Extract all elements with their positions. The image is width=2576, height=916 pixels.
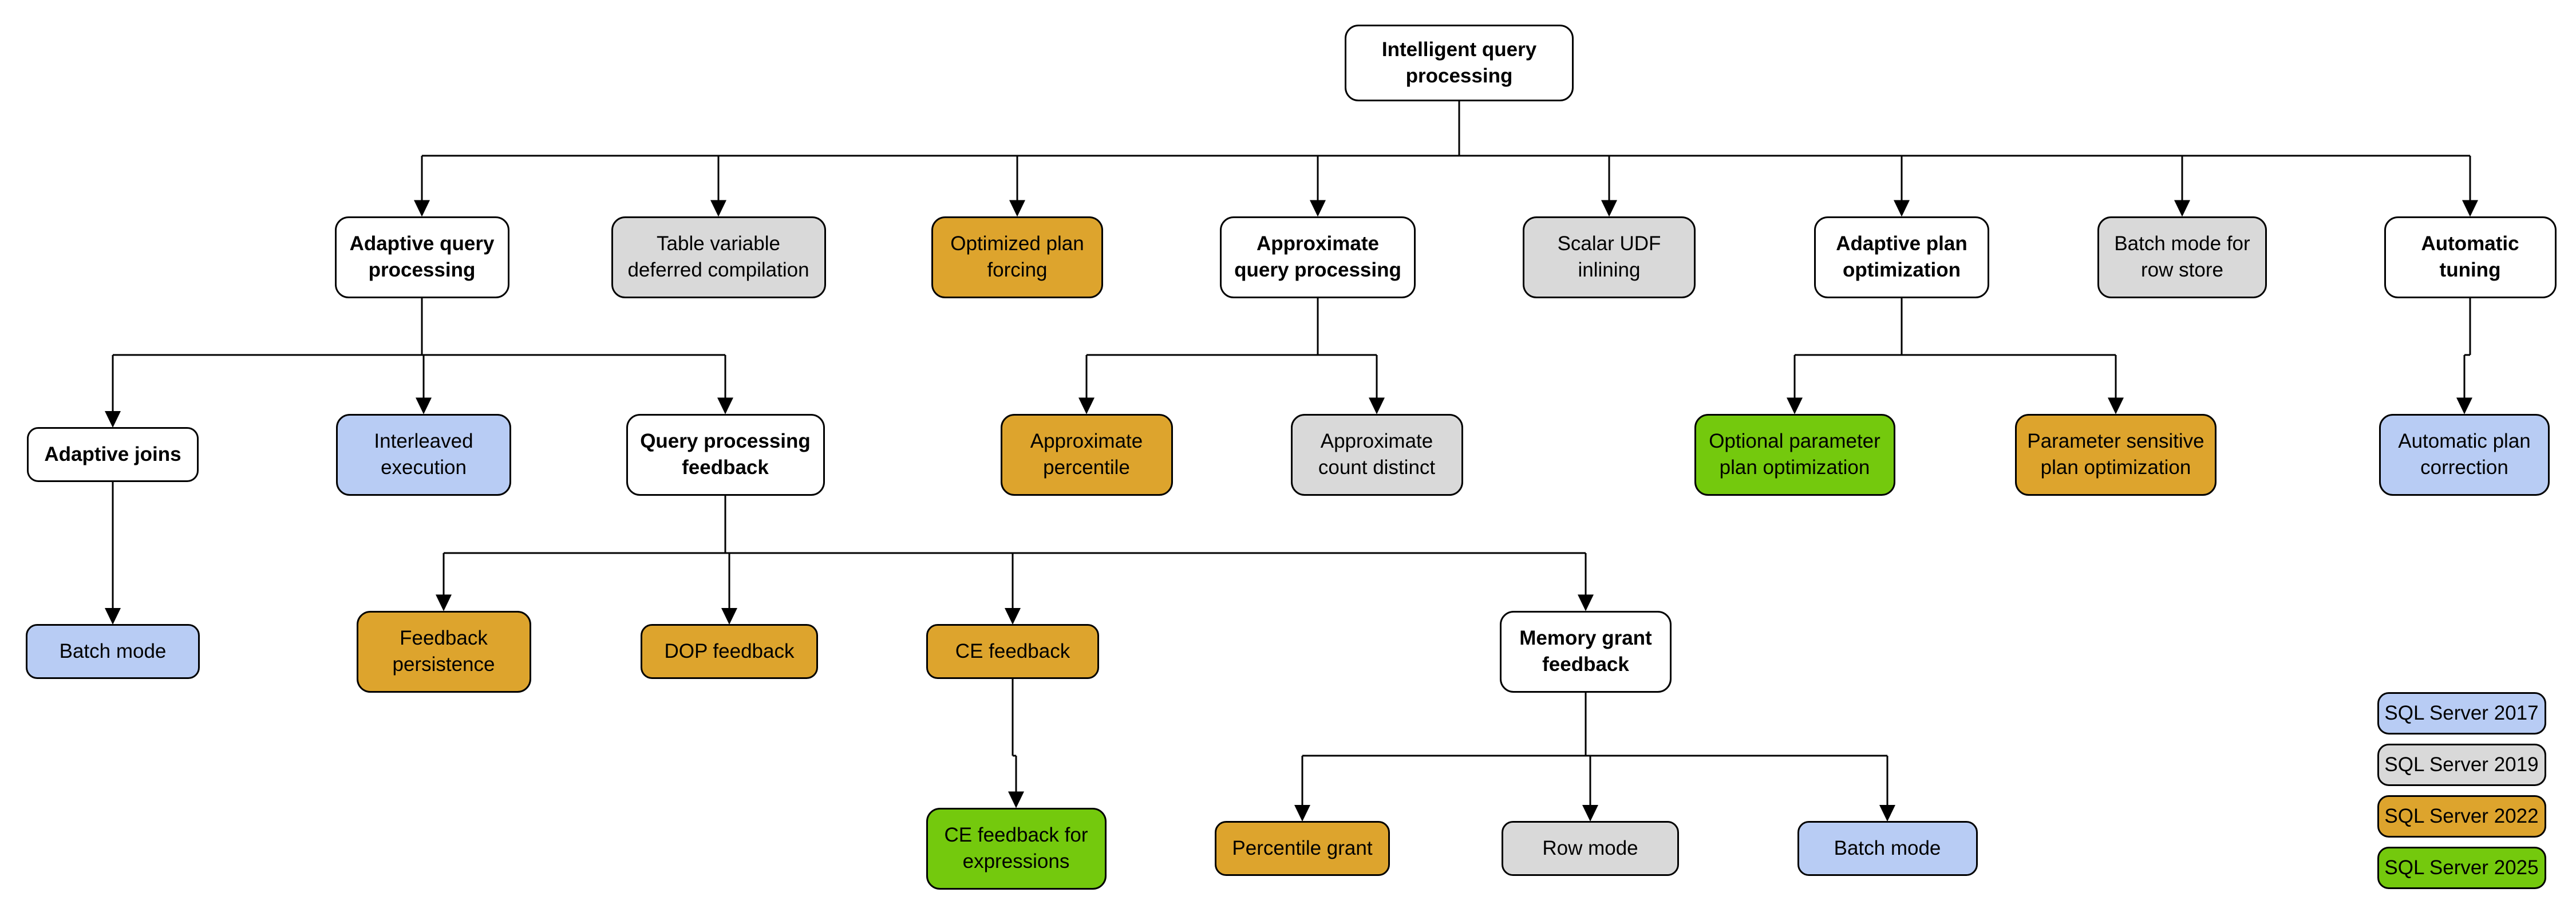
arrowhead-approximate-count-distinct: [1369, 397, 1385, 414]
arrowhead-approximate-query-processing: [1310, 200, 1326, 217]
arrowhead-approximate-percentile: [1078, 397, 1095, 414]
arrowhead-table-variable-deferred-compilation: [710, 200, 726, 217]
node-approximate-percentile: Approximate percentile: [1000, 413, 1173, 496]
connector-adaptive-query-processing: [112, 298, 726, 412]
arrowhead-batch-mode-under-memory-grant: [1879, 805, 1895, 822]
connector-query-processing-feedback: [442, 495, 1587, 609]
node-scalar-udf-inlining: Scalar UDF inlining: [1523, 216, 1696, 298]
arrowhead-dop-feedback: [721, 608, 737, 625]
node-row-mode: Row mode: [1502, 821, 1679, 876]
node-adaptive-plan-optimization: Adaptive plan optimization: [1814, 216, 1989, 298]
legend-sql-server-2025: SQL Server 2025: [2377, 847, 2546, 889]
node-query-processing-feedback: Query processing feedback: [626, 413, 825, 496]
legend-sql-server-2019: SQL Server 2019: [2377, 744, 2546, 786]
arrowhead-adaptive-plan-optimization: [1894, 200, 1910, 217]
node-approximate-count-distinct: Approximate count distinct: [1290, 413, 1463, 496]
node-parameter-sensitive-plan-optimization: Parameter sensitive plan optimization: [2015, 413, 2217, 496]
connector-automatic-tuning: [2463, 298, 2471, 399]
arrowhead-automatic-tuning: [2462, 200, 2478, 217]
node-table-variable-deferred-compilation: Table variable deferred compilation: [611, 216, 826, 298]
node-adaptive-joins: Adaptive joins: [27, 427, 199, 482]
node-optimized-plan-forcing: Optimized plan forcing: [931, 216, 1103, 298]
node-feedback-persistence: Feedback persistence: [356, 610, 531, 693]
arrowhead-ce-feedback-for-expressions: [1008, 791, 1024, 808]
connector-approximate-query-processing: [1085, 298, 1378, 399]
legend-sql-server-2017: SQL Server 2017: [2377, 692, 2546, 735]
arrowhead-optimized-plan-forcing: [1009, 200, 1025, 217]
arrowhead-automatic-plan-correction: [2456, 397, 2472, 414]
node-batch-mode-for-row-store: Batch mode for row store: [2097, 216, 2267, 298]
node-ce-feedback-for-expressions: CE feedback for expressions: [926, 807, 1107, 890]
arrowhead-row-mode: [1582, 805, 1598, 822]
connector-ce-feedback: [1012, 679, 1017, 793]
node-dop-feedback: DOP feedback: [641, 624, 818, 679]
connector-intelligent-query-processing: [421, 101, 2471, 202]
node-batch-mode-under-memory-grant: Batch mode: [1797, 821, 1978, 876]
arrowhead-optional-parameter-plan-optimization: [1787, 397, 1803, 414]
node-optional-parameter-plan-optimization: Optional parameter plan optimization: [1694, 413, 1895, 496]
arrowhead-batch-mode-under-adaptive-joins: [105, 608, 121, 625]
arrowhead-ce-feedback: [1005, 608, 1021, 625]
arrowhead-feedback-persistence: [436, 594, 452, 611]
node-percentile-grant: Percentile grant: [1215, 821, 1390, 876]
legend-sql-server-2022: SQL Server 2022: [2377, 795, 2546, 838]
node-automatic-plan-correction: Automatic plan correction: [2379, 413, 2550, 496]
node-memory-grant-feedback: Memory grant feedback: [1500, 610, 1672, 693]
arrowhead-batch-mode-for-row-store: [2174, 200, 2190, 217]
arrowhead-memory-grant-feedback: [1578, 594, 1594, 611]
node-batch-mode-under-adaptive-joins: Batch mode: [26, 624, 200, 679]
connector-adaptive-plan-optimization: [1793, 298, 2117, 399]
arrowhead-adaptive-query-processing: [414, 200, 430, 217]
node-adaptive-query-processing: Adaptive query processing: [334, 216, 509, 298]
node-automatic-tuning: Automatic tuning: [2384, 216, 2557, 298]
node-interleaved-execution: Interleaved execution: [336, 413, 511, 496]
arrowhead-percentile-grant: [1294, 805, 1310, 822]
node-ce-feedback: CE feedback: [926, 624, 1099, 679]
connector-memory-grant-feedback: [1301, 692, 1888, 806]
arrowhead-parameter-sensitive-plan-optimization: [2108, 397, 2124, 414]
arrowhead-scalar-udf-inlining: [1601, 200, 1617, 217]
arrowhead-query-processing-feedback: [717, 397, 733, 414]
arrowhead-adaptive-joins: [105, 411, 121, 428]
node-intelligent-query-processing: Intelligent query processing: [1345, 25, 1574, 101]
arrowhead-interleaved-execution: [416, 397, 432, 414]
node-approximate-query-processing: Approximate query processing: [1220, 216, 1416, 298]
